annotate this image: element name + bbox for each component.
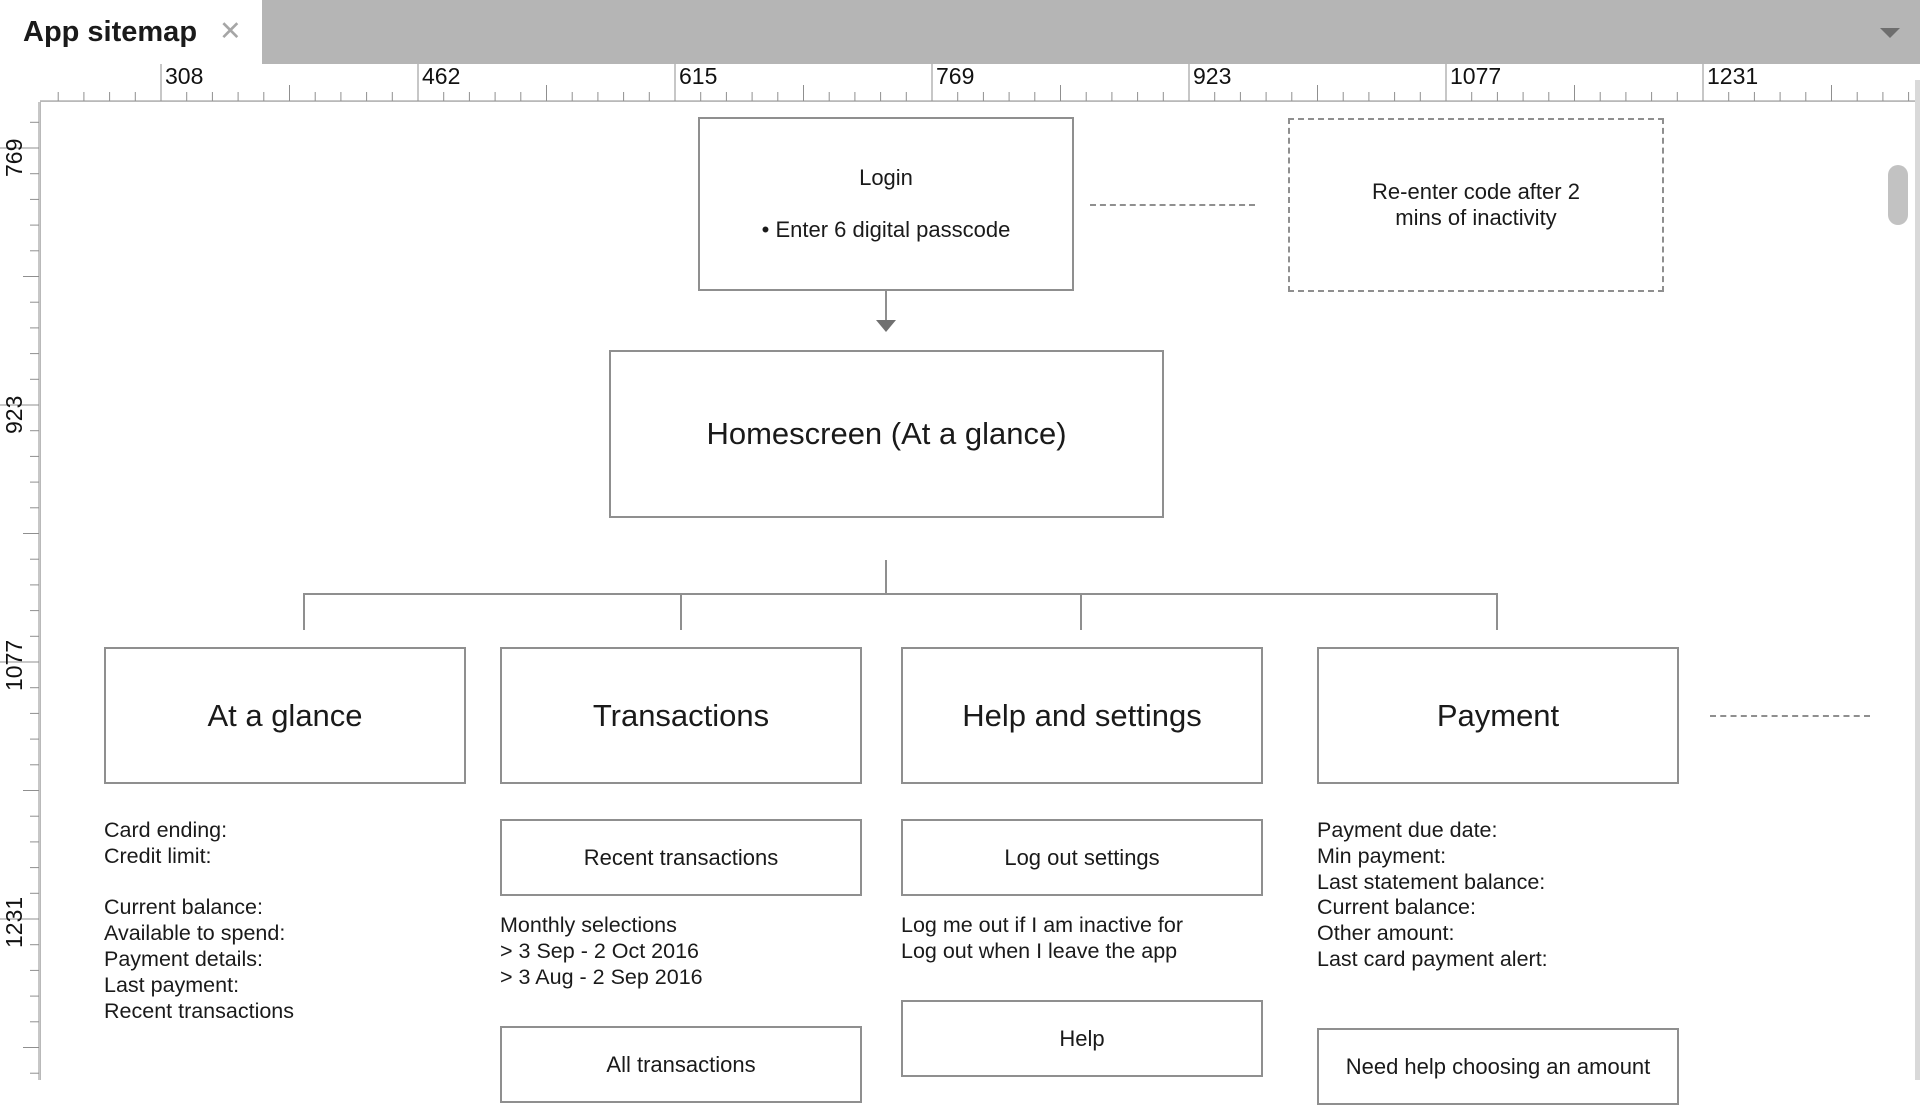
homescreen-node[interactable]: Homescreen (At a glance) — [609, 350, 1164, 518]
need-help-amount-label: Need help choosing an amount — [1345, 1053, 1651, 1079]
connector-line — [885, 560, 887, 594]
close-icon[interactable]: ✕ — [219, 16, 242, 46]
detail-line: > 3 Sep - 2 Oct 2016 — [500, 938, 700, 963]
transactions-node[interactable]: Transactions — [500, 647, 862, 784]
help-label: Help — [1059, 1025, 1105, 1051]
reenter-line1: Re-enter code after 2 — [1372, 179, 1580, 204]
at-a-glance-title: At a glance — [207, 697, 363, 733]
ruler-label: 615 — [679, 64, 717, 89]
login-node[interactable]: Login • Enter 6 digital passcode — [698, 117, 1074, 291]
log-out-settings-node[interactable]: Log out settings — [901, 819, 1263, 896]
connector-line — [885, 291, 887, 323]
ruler-label: 1231 — [1707, 64, 1758, 89]
reenter-node[interactable]: Re-enter code after 2 mins of inactivity — [1288, 118, 1664, 292]
payment-title: Payment — [1436, 697, 1560, 733]
detail-line: Recent transactions — [104, 998, 295, 1023]
ruler-label: 1077 — [1, 640, 27, 691]
login-bullet: • Enter 6 digital passcode — [761, 217, 1011, 242]
homescreen-title: Homescreen (At a glance) — [706, 416, 1067, 451]
tab-title: App sitemap — [23, 16, 198, 48]
detail-line: Card ending: — [104, 818, 228, 842]
connector-line — [1496, 593, 1498, 630]
tab-app-sitemap[interactable]: App sitemap ✕ — [0, 0, 262, 64]
help-settings-node[interactable]: Help and settings — [901, 647, 1263, 784]
detail-line: Payment due date: — [1317, 818, 1498, 842]
connector-line — [303, 593, 305, 630]
horizontal-ruler: 308 462 615 769 923 1077 1231 — [0, 64, 1920, 102]
payment-details: Payment due date: Min payment: Last stat… — [1317, 818, 1548, 973]
detail-line: Log me out if I am inactive for — [901, 913, 1184, 937]
detail-line: Payment details: — [104, 946, 263, 971]
ruler-label: 769 — [1, 139, 27, 177]
detail-line: Other amount: — [1317, 921, 1455, 946]
detail-line: Min payment: — [1317, 843, 1447, 868]
canvas-border — [40, 101, 1920, 102]
vertical-ruler: 769 923 1077 1231 — [0, 102, 40, 1080]
recent-transactions-node[interactable]: Recent transactions — [500, 819, 862, 896]
ruler-label: 923 — [1193, 64, 1231, 89]
help-settings-details: Log me out if I am inactive for Log out … — [901, 913, 1183, 965]
tab-bar: App sitemap ✕ — [0, 0, 1920, 64]
all-transactions-node[interactable]: All transactions — [500, 1026, 862, 1103]
dashed-connector — [1090, 204, 1255, 206]
transactions-title: Transactions — [592, 697, 770, 733]
need-help-amount-node[interactable]: Need help choosing an amount — [1317, 1028, 1679, 1105]
detail-line: Available to spend: — [104, 921, 286, 946]
detail-line: Log out when I leave the app — [901, 938, 1178, 963]
transactions-details: Monthly selections > 3 Sep - 2 Oct 2016 … — [500, 913, 703, 990]
ruler-label: 923 — [1, 396, 27, 434]
chevron-down-icon[interactable] — [1880, 22, 1900, 42]
connector-line — [1080, 593, 1082, 630]
at-a-glance-node[interactable]: At a glance — [104, 647, 466, 784]
connector-line — [303, 593, 1498, 595]
ruler-label: 769 — [936, 64, 974, 89]
help-settings-title: Help and settings — [962, 697, 1202, 733]
arrow-down-icon — [876, 320, 896, 332]
at-a-glance-details: Card ending: Credit limit: Current balan… — [104, 818, 294, 1024]
detail-line: Credit limit: — [104, 843, 212, 868]
login-title: Login — [859, 165, 913, 190]
detail-line: Last statement balance: — [1317, 869, 1546, 894]
ruler-label: 1077 — [1450, 64, 1501, 89]
detail-line: Current balance: — [1317, 895, 1476, 920]
ruler-label: 308 — [165, 64, 203, 89]
connector-line — [680, 593, 682, 630]
ruler-label: 1231 — [1, 897, 27, 948]
detail-line: Last card payment alert: — [1317, 946, 1548, 971]
help-node[interactable]: Help — [901, 1000, 1263, 1077]
all-transactions-label: All transactions — [606, 1051, 756, 1077]
window-edge — [1915, 80, 1920, 1080]
canvas-border — [40, 101, 41, 1080]
detail-line: Last payment: — [104, 972, 240, 997]
dashed-connector — [1710, 715, 1870, 717]
payment-node[interactable]: Payment — [1317, 647, 1679, 784]
scrollbar-thumb[interactable] — [1888, 165, 1908, 225]
detail-line: Monthly selections — [500, 913, 677, 937]
log-out-settings-label: Log out settings — [1004, 844, 1160, 870]
ruler-label: 462 — [422, 64, 460, 89]
detail-line: > 3 Aug - 2 Sep 2016 — [500, 964, 703, 989]
detail-line — [104, 870, 294, 896]
reenter-line2: mins of inactivity — [1395, 205, 1557, 230]
recent-transactions-label: Recent transactions — [583, 844, 779, 870]
detail-line: Current balance: — [104, 895, 263, 920]
